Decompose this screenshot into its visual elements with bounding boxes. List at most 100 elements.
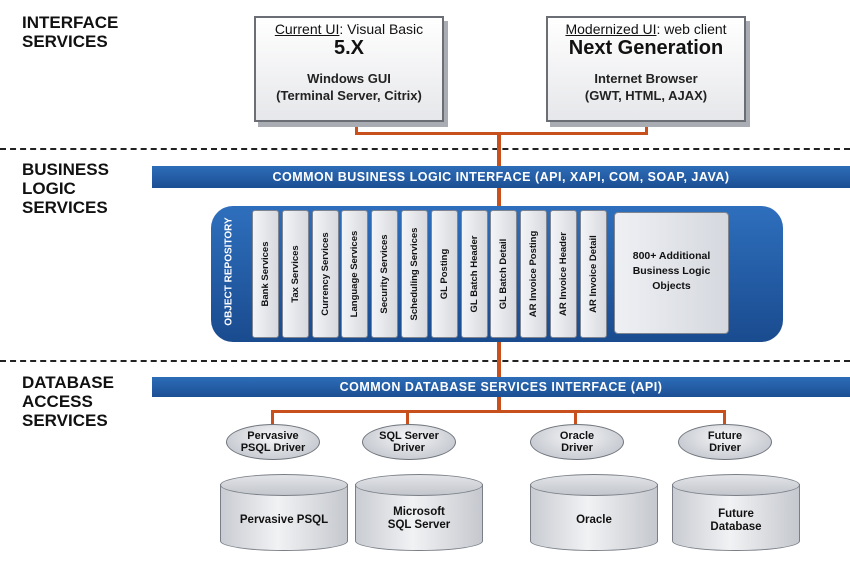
connector-line: [271, 410, 726, 413]
connector-line: [497, 342, 501, 377]
database-label-line: SQL Server: [387, 519, 451, 531]
driver-label-line: Driver: [393, 442, 425, 454]
database-label: Pervasive PSQL: [220, 514, 348, 527]
modernized-ui-prefix: Modernized UI: [565, 21, 657, 37]
driver-label-line: PSQL Driver: [240, 442, 306, 454]
service-card-label: Bank Services: [259, 241, 271, 307]
service-card-label: AR Invoice Posting: [527, 230, 539, 318]
driver-label-line: Driver: [561, 442, 593, 454]
business-logic-interface-bar: COMMON BUSINESS LOGIC INTERFACE (API, XA…: [152, 166, 850, 188]
connector-line: [723, 410, 726, 425]
layer-label-line: BUSINESS: [22, 160, 109, 179]
service-card: AR Invoice Header: [550, 210, 577, 338]
current-ui-prefix: Current UI: [274, 21, 340, 37]
layer-label-line: INTERFACE: [22, 13, 119, 32]
connector-line: [645, 118, 648, 135]
service-card: Tax Services: [282, 210, 309, 338]
driver-label-line: SQL Server: [379, 430, 439, 442]
layer-divider: [0, 148, 850, 150]
service-card-label: GL Batch Header: [468, 235, 480, 313]
connector-line: [355, 118, 358, 135]
modernized-ui-suffix: : web client: [656, 21, 727, 37]
database-label-line: Future: [718, 508, 754, 520]
database-label-line: Database: [710, 521, 762, 533]
layer-label-line: ACCESS: [22, 392, 93, 411]
connector-line: [355, 132, 648, 135]
database-cap: [672, 474, 800, 496]
driver-label-line: Pervasive: [247, 430, 299, 442]
current-ui-box: Current UI: Visual Basic 5.X Windows GUI…: [254, 16, 444, 122]
driver-label-line: Driver: [709, 442, 741, 454]
additional-line: Objects: [652, 280, 691, 292]
service-card: GL Batch Header: [461, 210, 488, 338]
current-ui-version: 5.X: [333, 37, 365, 59]
object-repository-label: OBJECT REPOSITORY: [223, 217, 235, 326]
service-card: GL Batch Detail: [490, 210, 517, 338]
current-ui-suffix: : Visual Basic: [339, 21, 424, 37]
database-pervasive-psql: Pervasive PSQL: [220, 474, 348, 556]
layer-divider: [0, 360, 850, 362]
driver-label-line: Oracle: [559, 430, 595, 442]
service-card: Scheduling Services: [401, 210, 428, 338]
additional-line: Business Logic: [632, 265, 711, 277]
modernized-ui-detail-line: Internet Browser: [594, 71, 698, 86]
database-label: Oracle: [530, 514, 658, 527]
current-ui-detail-line: (Terminal Server, Citrix): [276, 88, 422, 103]
service-card-label: Scheduling Services: [408, 227, 420, 321]
database-cap: [220, 474, 348, 496]
service-card-label: Language Services: [348, 230, 360, 318]
database-cap: [355, 474, 483, 496]
connector-line: [406, 410, 409, 425]
service-card: AR Invoice Detail: [580, 210, 607, 338]
layer-label-line: LOGIC: [22, 179, 76, 198]
modernized-ui-box: Modernized UI: web client Next Generatio…: [546, 16, 746, 122]
modernized-ui-caption: Modernized UI: web client: [548, 21, 744, 37]
database-oracle: Oracle: [530, 474, 658, 556]
service-card-label: Security Services: [378, 234, 390, 314]
current-ui-detail-line: Windows GUI: [307, 71, 391, 86]
service-card-label: GL Batch Detail: [497, 238, 509, 310]
service-card-label: Currency Services: [319, 232, 331, 316]
database-label-line: Microsoft: [393, 506, 445, 518]
service-card: Bank Services: [252, 210, 279, 338]
service-card-label: AR Invoice Header: [557, 232, 569, 316]
current-ui-details: Windows GUI (Terminal Server, Citrix): [256, 70, 442, 104]
connector-line: [574, 410, 577, 425]
modernized-ui-detail-line: (GWT, HTML, AJAX): [584, 88, 708, 103]
additional-line: 800+ Additional: [632, 250, 711, 262]
service-card: AR Invoice Posting: [520, 210, 547, 338]
service-card-label: GL Posting: [438, 248, 450, 300]
service-card-label: AR Invoice Detail: [587, 235, 599, 313]
database-label-line: Pervasive PSQL: [239, 514, 329, 526]
modernized-ui-title: Next Generation: [568, 37, 724, 59]
connector-line: [497, 132, 501, 166]
layer-label-line: DATABASE: [22, 373, 114, 392]
modernized-ui-details: Internet Browser (GWT, HTML, AJAX): [548, 70, 744, 104]
layer-label-line: SERVICES: [22, 198, 108, 217]
layer-label-line: SERVICES: [22, 411, 108, 430]
database-label-line: Oracle: [576, 514, 612, 526]
connector-line: [497, 396, 501, 412]
service-card: Language Services: [341, 210, 368, 338]
driver-label-line: Future: [707, 430, 743, 442]
service-card: Security Services: [371, 210, 398, 338]
database-services-interface-bar: COMMON DATABASE SERVICES INTERFACE (API): [152, 377, 850, 397]
database-cap: [530, 474, 658, 496]
layer-label-line: SERVICES: [22, 32, 108, 51]
database-access-services-label: DATABASE ACCESS SERVICES: [22, 373, 114, 430]
interface-services-label: INTERFACE SERVICES: [22, 13, 118, 51]
service-card: GL Posting: [431, 210, 458, 338]
business-logic-services-label: BUSINESS LOGIC SERVICES: [22, 160, 109, 217]
additional-objects-card: 800+ Additional Business Logic Objects: [614, 212, 729, 334]
service-card-label: Tax Services: [289, 245, 301, 303]
service-card: Currency Services: [312, 210, 339, 338]
connector-line: [271, 410, 274, 425]
